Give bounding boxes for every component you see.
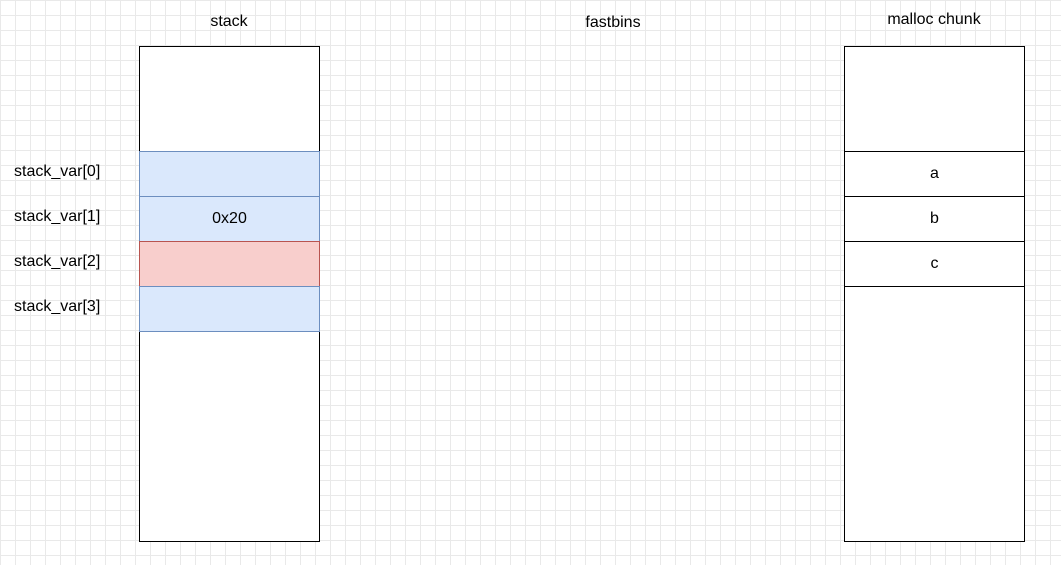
malloc-chunk-cell-c: c: [844, 241, 1025, 287]
stack-cell-3: [139, 286, 320, 332]
stack-var-label-1: stack_var[1]: [14, 208, 101, 225]
stack-var-label-2: stack_var[2]: [14, 253, 101, 270]
stack-cell-1: 0x20: [139, 196, 320, 242]
malloc-chunk-cell-b: b: [844, 196, 1025, 242]
malloc-chunk-box: [844, 46, 1025, 542]
stack-cell-0: [139, 151, 320, 197]
fastbins-title: fastbins: [585, 14, 641, 31]
stack-cell-2: [139, 241, 320, 287]
stack-var-label-0: stack_var[0]: [14, 163, 101, 180]
malloc-chunk-title: malloc chunk: [887, 11, 981, 28]
stack-var-label-3: stack_var[3]: [14, 298, 101, 315]
stack-title: stack: [210, 13, 248, 30]
malloc-chunk-cell-a: a: [844, 151, 1025, 197]
